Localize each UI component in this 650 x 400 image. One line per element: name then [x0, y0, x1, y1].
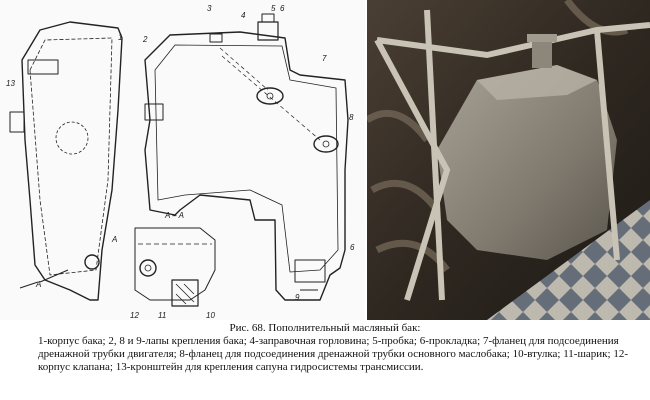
cap-5 [261, 13, 275, 23]
bracket-13 [27, 59, 59, 75]
callout-5: 5 [271, 4, 276, 13]
section-mark-a-top: A [112, 235, 118, 244]
callout-6-side: 6 [350, 243, 355, 252]
sleeve-10 [171, 279, 199, 307]
side-block [9, 111, 25, 133]
flange-7 [256, 87, 284, 105]
valve-section [134, 227, 216, 301]
valve-body-12 [139, 259, 157, 277]
drain-line [219, 47, 321, 141]
section-label-a-a: A – A [165, 211, 184, 220]
figure-caption: Рис. 68. Пополнительный масляный бак: 1-… [0, 322, 650, 400]
tank-photo [367, 0, 650, 320]
callout-12: 12 [130, 311, 139, 320]
figure-legend: 1-корпус бака; 2, 8 и 9-лапы крепления б… [38, 335, 628, 373]
valve-10-side [84, 254, 100, 270]
lug-2 [144, 103, 164, 121]
callout-7: 7 [322, 54, 327, 63]
callout-1: 1 [118, 33, 123, 42]
flange-8 [313, 135, 339, 153]
callout-8: 8 [349, 113, 354, 122]
callout-10: 10 [206, 311, 215, 320]
callout-3: 3 [207, 4, 212, 13]
tank-front-view [144, 31, 349, 301]
section-mark-a-bottom: A [36, 280, 42, 289]
tank-photo-svg [367, 0, 650, 320]
callout-13: 13 [6, 79, 15, 88]
callout-11: 11 [158, 311, 167, 320]
lug-9 [294, 259, 326, 283]
callout-9: 9 [295, 293, 300, 302]
tank-side-inner [29, 37, 113, 276]
side-flange [55, 121, 89, 155]
figure-title: Рис. 68. Пополнительный масляный бак: [229, 322, 421, 334]
clamp-3 [209, 33, 223, 43]
callout-6-top: 6 [280, 4, 285, 13]
tank-side-view [21, 21, 123, 301]
tank-drawing-svg [9, 13, 349, 307]
photo-tank-body [437, 65, 617, 260]
callout-4: 4 [241, 11, 246, 20]
tank-front-inner [154, 44, 339, 273]
technical-drawing: 1 2 3 4 5 6 7 8 9 10 11 12 13 A A A – A … [0, 0, 365, 320]
callout-2: 2 [143, 35, 148, 44]
